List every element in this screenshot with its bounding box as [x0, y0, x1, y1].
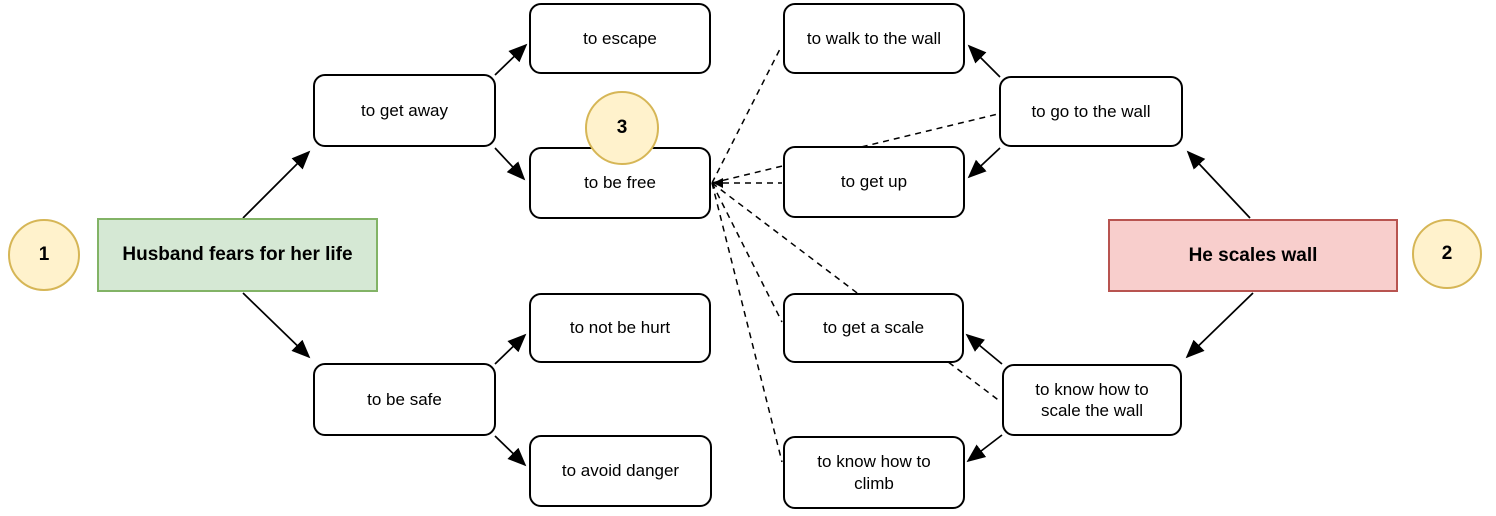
node-to-get-a-scale: to get a scale: [783, 293, 964, 363]
node-to-walk-to-the-wall: to walk to the wall: [783, 3, 965, 74]
fan-arrowhead: [713, 178, 723, 188]
badge-3: 3: [585, 91, 659, 165]
edge-husband-fears--to-be-safe: [242, 292, 311, 359]
node-to-know-how-to-climb: to know how to climb: [783, 436, 965, 509]
edge-he-scales-wall--to-go-to-the-wall: [1186, 150, 1251, 219]
edge-to-be-free--to-get-a-scale: [711, 182, 783, 323]
node-to-know-how-to-scale-the-wall: to know how to scale the wall: [1002, 364, 1182, 436]
badge-2: 2: [1412, 219, 1482, 289]
edge-to-get-away--to-escape: [494, 43, 528, 76]
node-to-escape: to escape: [529, 3, 711, 74]
edge-he-scales-wall--to-know-how-to-scale-the-wall: [1185, 292, 1254, 359]
node-husband-fears: Husband fears for her life: [97, 218, 378, 292]
node-to-get-away: to get away: [313, 74, 496, 147]
edge-to-go-to-the-wall--to-get-up: [967, 147, 1001, 179]
edge-to-go-to-the-wall--to-walk-to-the-wall: [967, 44, 1001, 78]
edge-to-know-how-to-scale-the-wall--to-know-how-to-climb: [966, 434, 1003, 463]
edge-to-be-free--to-walk-to-the-wall: [711, 46, 782, 184]
badge-1: 1: [8, 219, 80, 291]
edge-husband-fears--to-get-away: [242, 150, 311, 219]
node-to-be-safe: to be safe: [313, 363, 496, 436]
edge-to-know-how-to-scale-the-wall--to-get-a-scale: [965, 333, 1003, 365]
node-he-scales-wall: He scales wall: [1108, 219, 1398, 292]
edge-to-be-safe--to-avoid-danger: [494, 435, 527, 467]
edge-to-be-safe--to-not-be-hurt: [494, 333, 527, 365]
node-to-go-to-the-wall: to go to the wall: [999, 76, 1183, 147]
node-to-avoid-danger: to avoid danger: [529, 435, 712, 507]
edge-to-get-away--to-be-free: [494, 147, 526, 181]
node-to-get-up: to get up: [783, 146, 965, 218]
node-to-not-be-hurt: to not be hurt: [529, 293, 711, 363]
edge-to-be-free--to-know-how-to-climb: [711, 182, 783, 463]
edge-to-be-free--to-know-how-to-scale-the-wall: [711, 182, 1002, 403]
